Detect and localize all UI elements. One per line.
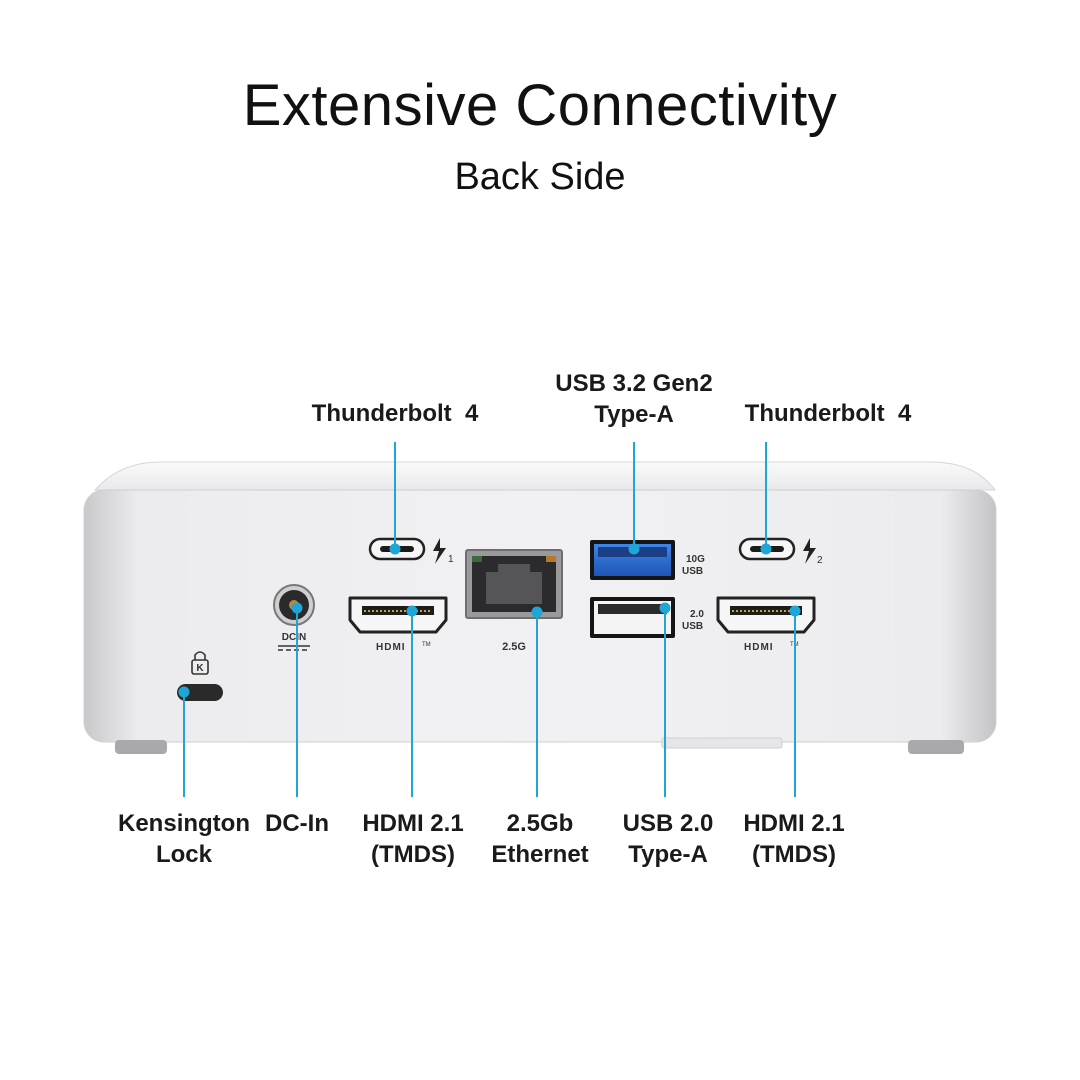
hdmi-port-right: HDMI TM xyxy=(716,596,816,653)
page-title: Extensive Connectivity xyxy=(242,73,838,138)
port-marking-usb20-0: 2.0 xyxy=(690,609,704,620)
label-thunderbolt-right: Thunderbolt 4 xyxy=(744,400,912,427)
lock-icon xyxy=(191,659,209,675)
port-marking-hdmi_tm: TM xyxy=(422,642,431,648)
label-usb-3-2: USB 3.2 Gen2 Type-A xyxy=(555,370,713,428)
thunderbolt-icon xyxy=(803,538,816,564)
port-marking-tb2_index: 2 xyxy=(817,555,823,566)
stand-bar xyxy=(661,737,783,749)
label-kensington-lock: Kensington Lock xyxy=(118,810,250,868)
foot-right xyxy=(908,740,964,754)
label-dc-in: DC-In xyxy=(265,810,329,837)
thunderbolt-icon xyxy=(433,538,446,564)
port-marking-ethernet_speed: 2.5G xyxy=(502,641,526,653)
label-hdmi-left: HDMI 2.1 (TMDS) xyxy=(362,810,464,868)
ethernet-port: 2.5G xyxy=(465,549,563,653)
port-marking-lock_letter: K xyxy=(196,663,204,674)
chassis-top xyxy=(93,461,996,491)
port-marking-dcin: DCIN xyxy=(282,632,306,643)
label-usb-2-0: USB 2.0 Type-A xyxy=(622,810,714,868)
port-marking-hdmi: HDMI xyxy=(744,642,774,653)
port-marking-usb20-1: USB xyxy=(682,621,703,632)
foot-left xyxy=(115,740,167,754)
hdmi-port-left: HDMI TM xyxy=(348,596,448,653)
kensington-lock-slot: K xyxy=(177,651,223,701)
tb1-index: 1 xyxy=(448,554,454,565)
label-ethernet: 2.5Gb Ethernet xyxy=(491,810,589,868)
usb-2-0-port: 2.0 USB xyxy=(590,597,704,638)
page-subtitle: Back Side xyxy=(454,156,626,198)
callout-lines xyxy=(178,442,801,797)
port-marking-usb10g-1: USB xyxy=(682,566,703,577)
port-marking-usb10g-0: 10G xyxy=(686,554,705,565)
label-hdmi-right: HDMI 2.1 (TMDS) xyxy=(743,810,845,868)
label-thunderbolt-left: Thunderbolt 4 xyxy=(311,400,479,427)
port-marking-hdmi: HDMI xyxy=(376,642,406,653)
